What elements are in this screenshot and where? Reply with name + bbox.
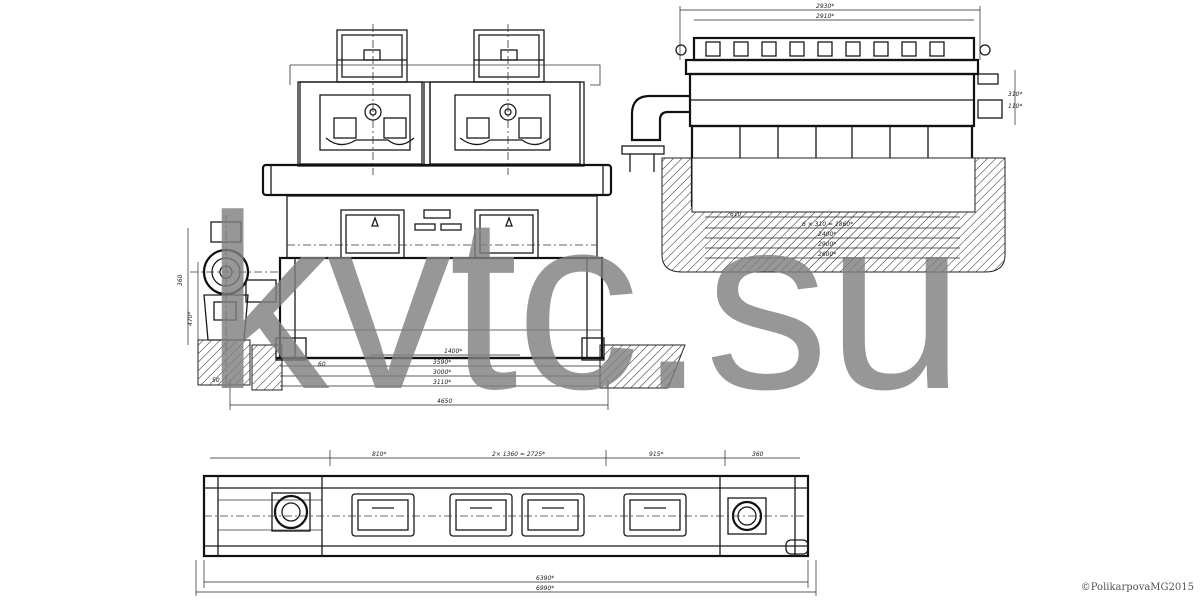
dim-6990: 6990* [536,585,554,592]
dim-2600: 2600* [818,251,836,258]
dim-1400: 1400* [444,348,462,355]
dim-60: 60 [318,361,326,368]
dim-3590: 3590* [433,359,451,366]
dim-2930: 2930* [816,3,834,10]
dim-310: 310* [1008,91,1022,98]
upper-unit-left [299,24,423,175]
dim-360: 360 [752,451,764,458]
dim-2400: 2400* [818,231,836,238]
dim-2900: 2900* [818,241,836,248]
dim-110: 110* [1008,103,1022,110]
front-view: 2930* 2910* [621,3,1022,273]
dim-4650: 4650 [437,398,452,405]
dim-3110: 3110* [433,379,451,386]
burner-assembly [190,215,280,390]
inspection-doors [351,493,687,537]
upper-unit-right [429,24,581,175]
dim-50: 50 [212,377,220,384]
tube-headers [705,41,945,57]
side-view: 1400* 3590* 3000* 3110* 4650 60 360 470*… [177,24,686,410]
copyright-notice: ©PolikarpovaMG2015 [1080,582,1194,593]
dim-3000: 3000* [433,369,451,376]
dim-360: 360 [177,274,184,286]
dim-6390: 6390* [536,575,554,582]
dim-610: 610 [730,211,742,218]
dim-470: 470* [187,312,194,326]
dim-2x1360: 2× 1360 = 2725* [492,451,545,458]
dim-2910: 2910* [816,13,834,20]
dim-6x310: 6 × 310 = 1860* [802,221,853,228]
dim-915: 915* [649,451,663,458]
plan-view: 810* 2× 1360 = 2725* 915* 360 [195,450,817,596]
dim-810: 810* [372,451,386,458]
side-dimensions: 1400* 3590* 3000* 3110* 4650 60 360 470*… [177,228,609,410]
